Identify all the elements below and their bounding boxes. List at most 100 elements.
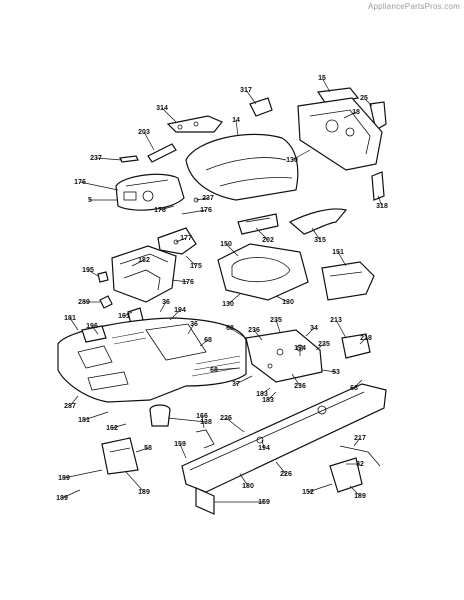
callout-label: 36 [162,299,170,306]
leader-line [69,395,79,407]
leader-line [359,337,367,345]
callout-label: 15 [318,75,326,82]
callout-label: 176 [74,179,86,186]
callout-label: 218 [360,335,372,342]
part-25-trim [369,101,387,131]
part-317-bracket [249,97,273,117]
callout-label: 289 [78,299,90,306]
callout-label: 317 [240,87,252,94]
part-182-housing [111,245,177,303]
leader-line [315,343,325,351]
callout-label: 314 [156,105,168,112]
leader-line [225,243,239,257]
leader-line [95,157,123,161]
callout-label: 196 [86,323,98,330]
leader-line [195,197,209,201]
callout-label: 68 [226,325,234,332]
callout-label: 217 [354,435,366,442]
part-166-rod [195,429,215,449]
part-151-bracket [321,261,375,301]
callout-label: 189 [138,489,150,496]
leader-line [353,437,361,447]
callout-label: 235 [318,341,330,348]
leader-line [245,89,257,105]
part-180-frame [181,383,387,515]
leader-line [83,411,109,421]
part-315-trim [288,208,348,235]
leader-line [213,367,241,371]
callout-label: 178 [154,207,166,214]
callout-label: 166 [196,413,208,420]
callout-label: 130 [286,157,298,164]
callout-label: 236 [294,383,306,390]
callout-label: 152 [302,489,314,496]
leader-line [123,311,133,317]
leader-line [291,149,311,161]
leader-line [377,195,383,207]
callout-label: 194 [294,345,306,352]
callout-label: 162 [106,425,118,432]
callout-label: 130 [282,299,294,306]
leader-line [349,485,361,497]
leader-line [363,97,373,107]
leader-line [111,423,127,429]
leader-line [275,295,289,303]
part-138-cup [149,404,171,427]
callout-label: 202 [262,237,274,244]
callout-label: 183 [262,397,274,404]
leader-line [169,309,181,321]
leader-line [253,329,263,341]
leader-line [337,251,347,267]
callout-label: 32 [356,461,364,468]
callout-label: 68 [210,367,218,374]
callout-label: 176 [200,207,212,214]
callout-label: 138 [200,419,212,426]
leader-line [79,181,119,191]
callout-label: 130 [222,301,234,308]
callout-label: 5 [88,197,92,204]
callout-label: 180 [242,483,254,490]
part-14-hood [185,133,299,201]
leader-line [225,417,245,433]
part-152-guard [329,457,363,493]
leader-line [229,327,247,339]
callout-label: 159 [258,499,270,506]
callout-label: 14 [232,117,240,124]
part-195-clip [97,271,109,283]
part-34-plate [245,329,323,383]
leader-line [181,209,207,215]
callout-label: 237 [202,195,214,202]
callout-label: 181 [64,315,76,322]
callout-label: 189 [56,495,68,502]
callout-label: 53 [332,369,340,376]
callout-label: 34 [310,325,318,332]
leader-line [159,301,167,313]
callout-label: 161 [118,313,130,320]
callout-label: 318 [376,203,388,210]
callout-label: 36 [190,321,198,328]
leader-line [159,205,175,211]
leader-line [69,317,79,331]
callout-label: 68 [204,337,212,344]
part-58-bracket [101,437,139,475]
watermark: AppliancePartsPros.com [368,2,460,11]
leader-line [261,439,265,449]
callout-label: 236 [248,327,260,334]
part-318-bracket [371,171,385,201]
leader-line [91,325,99,335]
leader-line [235,375,253,385]
part-314-bracket [166,115,223,133]
part-289-clip [99,295,113,309]
leader-line [321,77,331,93]
leader-line [255,227,269,241]
part-196-cap [81,325,107,343]
callout-label: 176 [182,279,194,286]
callout-label: 194 [258,445,270,452]
callout-label: 237 [90,155,102,162]
leader-line [201,415,205,429]
leader-line [291,373,301,387]
leader-line [135,447,149,453]
leader-line [187,323,195,335]
leader-line [239,473,249,487]
